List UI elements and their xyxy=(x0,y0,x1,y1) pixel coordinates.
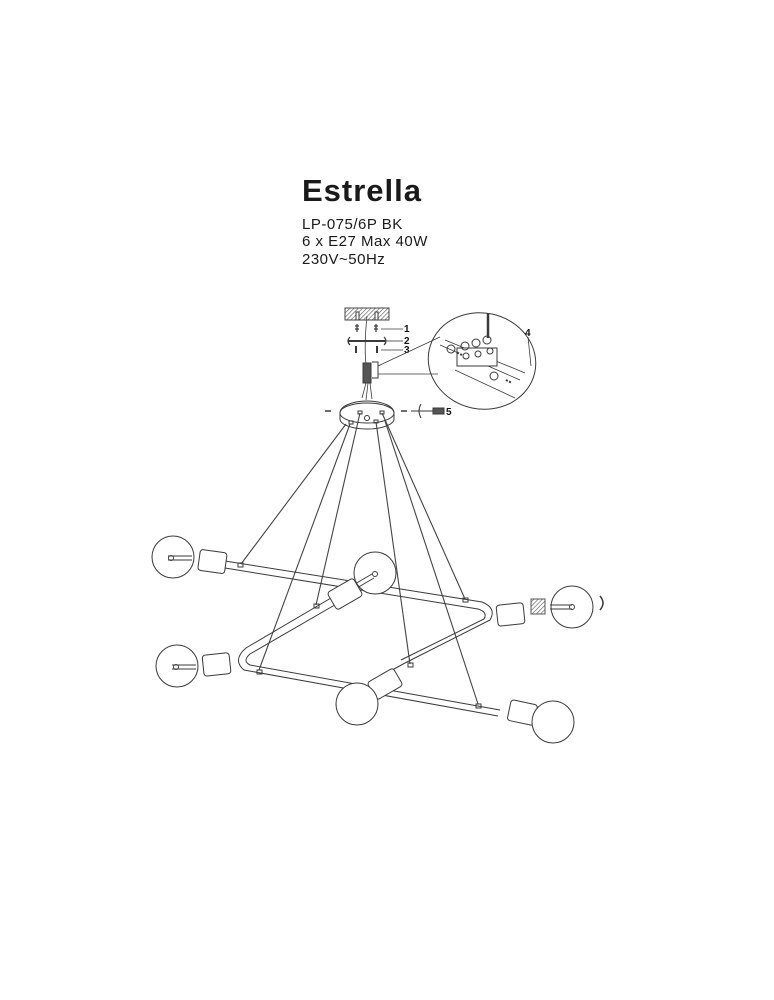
suspension-wires xyxy=(240,412,479,705)
bulb-right xyxy=(495,585,604,629)
model-number: LP-075/6P BK xyxy=(302,216,403,233)
set-screw-icon xyxy=(401,403,445,419)
product-title: Estrella xyxy=(302,173,423,208)
terminal-detail-callout xyxy=(377,312,537,410)
terminal-block-icon xyxy=(362,361,379,384)
bulb-bottom-left xyxy=(155,644,232,688)
bulb-spec: 6 x E27 Max 40W xyxy=(302,233,428,250)
mounting-screws-icon xyxy=(347,324,387,353)
callout-2: 2 xyxy=(404,336,410,347)
callout-3: 3 xyxy=(404,345,410,356)
callout-1: 1 xyxy=(404,324,410,335)
callout-leaders xyxy=(381,328,403,351)
canopy-icon xyxy=(325,400,395,430)
callout-4: 4 xyxy=(525,328,531,339)
bulb-bottom-right xyxy=(507,699,575,744)
ceiling-icon xyxy=(344,307,390,321)
frame-arms xyxy=(224,560,501,717)
bulb-bottom-middle xyxy=(335,668,403,726)
bulb-top-left xyxy=(151,535,228,579)
voltage-spec: 230V~50Hz xyxy=(302,251,386,268)
callout-5: 5 xyxy=(446,407,452,418)
bulb-top-middle xyxy=(327,551,397,610)
